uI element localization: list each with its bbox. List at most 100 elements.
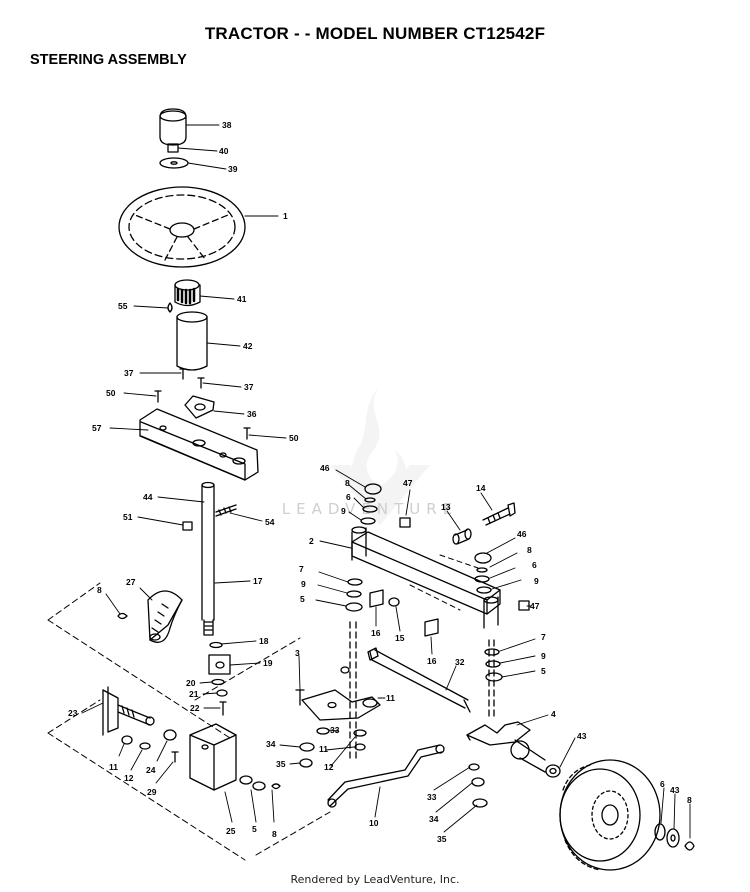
- callout-54: 54: [265, 517, 275, 527]
- part-bushing-13: [452, 528, 472, 545]
- part-nut-21: [216, 689, 228, 697]
- callout-8c: 8: [345, 478, 350, 488]
- callout-11b: 11: [386, 693, 395, 703]
- part-front-wheel: [559, 759, 661, 871]
- callout-37a: 37: [124, 368, 134, 378]
- part-tie-rod-10: [327, 744, 445, 808]
- callout-12a: 12: [124, 773, 134, 783]
- part-steering-cap: [159, 108, 187, 146]
- part-washer-43: [545, 764, 561, 778]
- callout-46b: 46: [517, 529, 527, 539]
- part-bolt-50: [154, 390, 251, 440]
- callout-55: 55: [118, 301, 128, 311]
- part-front-axle-2: [351, 531, 501, 615]
- callout-5a: 5: [252, 824, 257, 834]
- callout-15: 15: [395, 633, 405, 643]
- part-steering-shaft-17: [201, 481, 215, 636]
- callout-36: 36: [247, 409, 257, 419]
- part-gear-shaft-23: [102, 686, 155, 736]
- callout-3: 3: [295, 648, 300, 658]
- section-title: STEERING ASSEMBLY: [30, 52, 187, 68]
- callout-6b: 6: [532, 560, 537, 570]
- callout-50b: 50: [289, 433, 299, 443]
- part-drag-link-32: [367, 647, 471, 713]
- part-spindle-right: [483, 596, 499, 721]
- callout-57: 57: [92, 423, 102, 433]
- callout-14: 14: [476, 483, 486, 493]
- callout-38: 38: [222, 120, 232, 130]
- callout-8b: 8: [272, 829, 277, 839]
- callout-25: 25: [226, 826, 236, 836]
- callout-33b: 33: [427, 792, 437, 802]
- part-spindle-arm-4: [466, 721, 546, 773]
- part-bracket-25: [189, 723, 237, 791]
- callout-35a: 35: [276, 759, 286, 769]
- part-bolt-29: [171, 751, 179, 763]
- callout-9d: 9: [541, 651, 546, 661]
- callout-9b: 9: [534, 576, 539, 586]
- callout-34b: 34: [429, 814, 439, 824]
- callout-8e: 8: [687, 795, 692, 805]
- callout-labels: 38 40 39 1 41 55 42 37 37 50 36 57 50 44…: [68, 120, 692, 844]
- callout-1: 1: [283, 211, 288, 221]
- callout-33a: 33: [330, 725, 340, 735]
- callout-32: 32: [455, 657, 465, 667]
- callout-19: 19: [263, 658, 273, 668]
- callout-8d: 8: [527, 545, 532, 555]
- callout-23: 23: [68, 708, 78, 718]
- callout-6a: 6: [346, 492, 351, 502]
- callout-10: 10: [369, 818, 379, 828]
- part-bearing-19: [208, 654, 231, 675]
- callout-20: 20: [186, 678, 196, 688]
- callout-5b: 5: [300, 594, 305, 604]
- callout-21: 21: [189, 689, 199, 699]
- callout-37b: 37: [244, 382, 254, 392]
- part-clip-8: [117, 612, 128, 620]
- callout-34a: 34: [266, 739, 276, 749]
- part-bolt-54: [215, 504, 237, 517]
- part-bushing-41: [174, 279, 201, 307]
- part-bolt-14: [482, 502, 516, 526]
- callout-4: 4: [551, 709, 556, 719]
- callout-41: 41: [237, 294, 247, 304]
- dashed-group-outline-left: [47, 582, 331, 861]
- part-bracket-36: [184, 395, 215, 419]
- callout-9c: 9: [301, 579, 306, 589]
- part-washer-39: [159, 157, 189, 169]
- callout-51: 51: [123, 512, 133, 522]
- callout-50a: 50: [106, 388, 116, 398]
- callout-12b: 12: [324, 762, 334, 772]
- part-bushing-24: [163, 729, 177, 741]
- callout-40: 40: [219, 146, 229, 156]
- callout-39: 39: [228, 164, 238, 174]
- leader-lines: [81, 124, 691, 839]
- callout-7a: 7: [299, 564, 304, 574]
- callout-43a: 43: [577, 731, 587, 741]
- part-nut-47: [399, 517, 530, 611]
- part-washer-stack-right: [474, 552, 503, 682]
- callout-17: 17: [253, 576, 263, 586]
- part-bolt-37: [179, 368, 205, 389]
- axle-pivot-line: [409, 554, 479, 611]
- callout-29: 29: [147, 787, 157, 797]
- callout-47b: 47: [530, 601, 540, 611]
- callout-11c: 11: [319, 744, 328, 754]
- callout-35b: 35: [437, 834, 447, 844]
- callout-16b: 16: [427, 656, 437, 666]
- callout-24: 24: [146, 765, 156, 775]
- part-bushing-15: [388, 597, 400, 607]
- callout-18: 18: [259, 636, 269, 646]
- callout-44: 44: [143, 492, 153, 502]
- callout-46a: 46: [320, 463, 330, 473]
- part-washer-18: [209, 641, 223, 649]
- watermark-text: LEADVENTURE: [281, 500, 459, 518]
- part-steering-support-57: [139, 408, 259, 481]
- part-washer-5: [239, 775, 266, 791]
- part-wheel-hardware: [654, 823, 695, 851]
- callout-47a: 47: [403, 478, 413, 488]
- part-bolt-22: [219, 701, 227, 716]
- callout-5c: 5: [541, 666, 546, 676]
- part-washer-12: [139, 742, 151, 750]
- part-nut-11: [121, 735, 133, 745]
- part-clip-8-lower: [271, 783, 281, 790]
